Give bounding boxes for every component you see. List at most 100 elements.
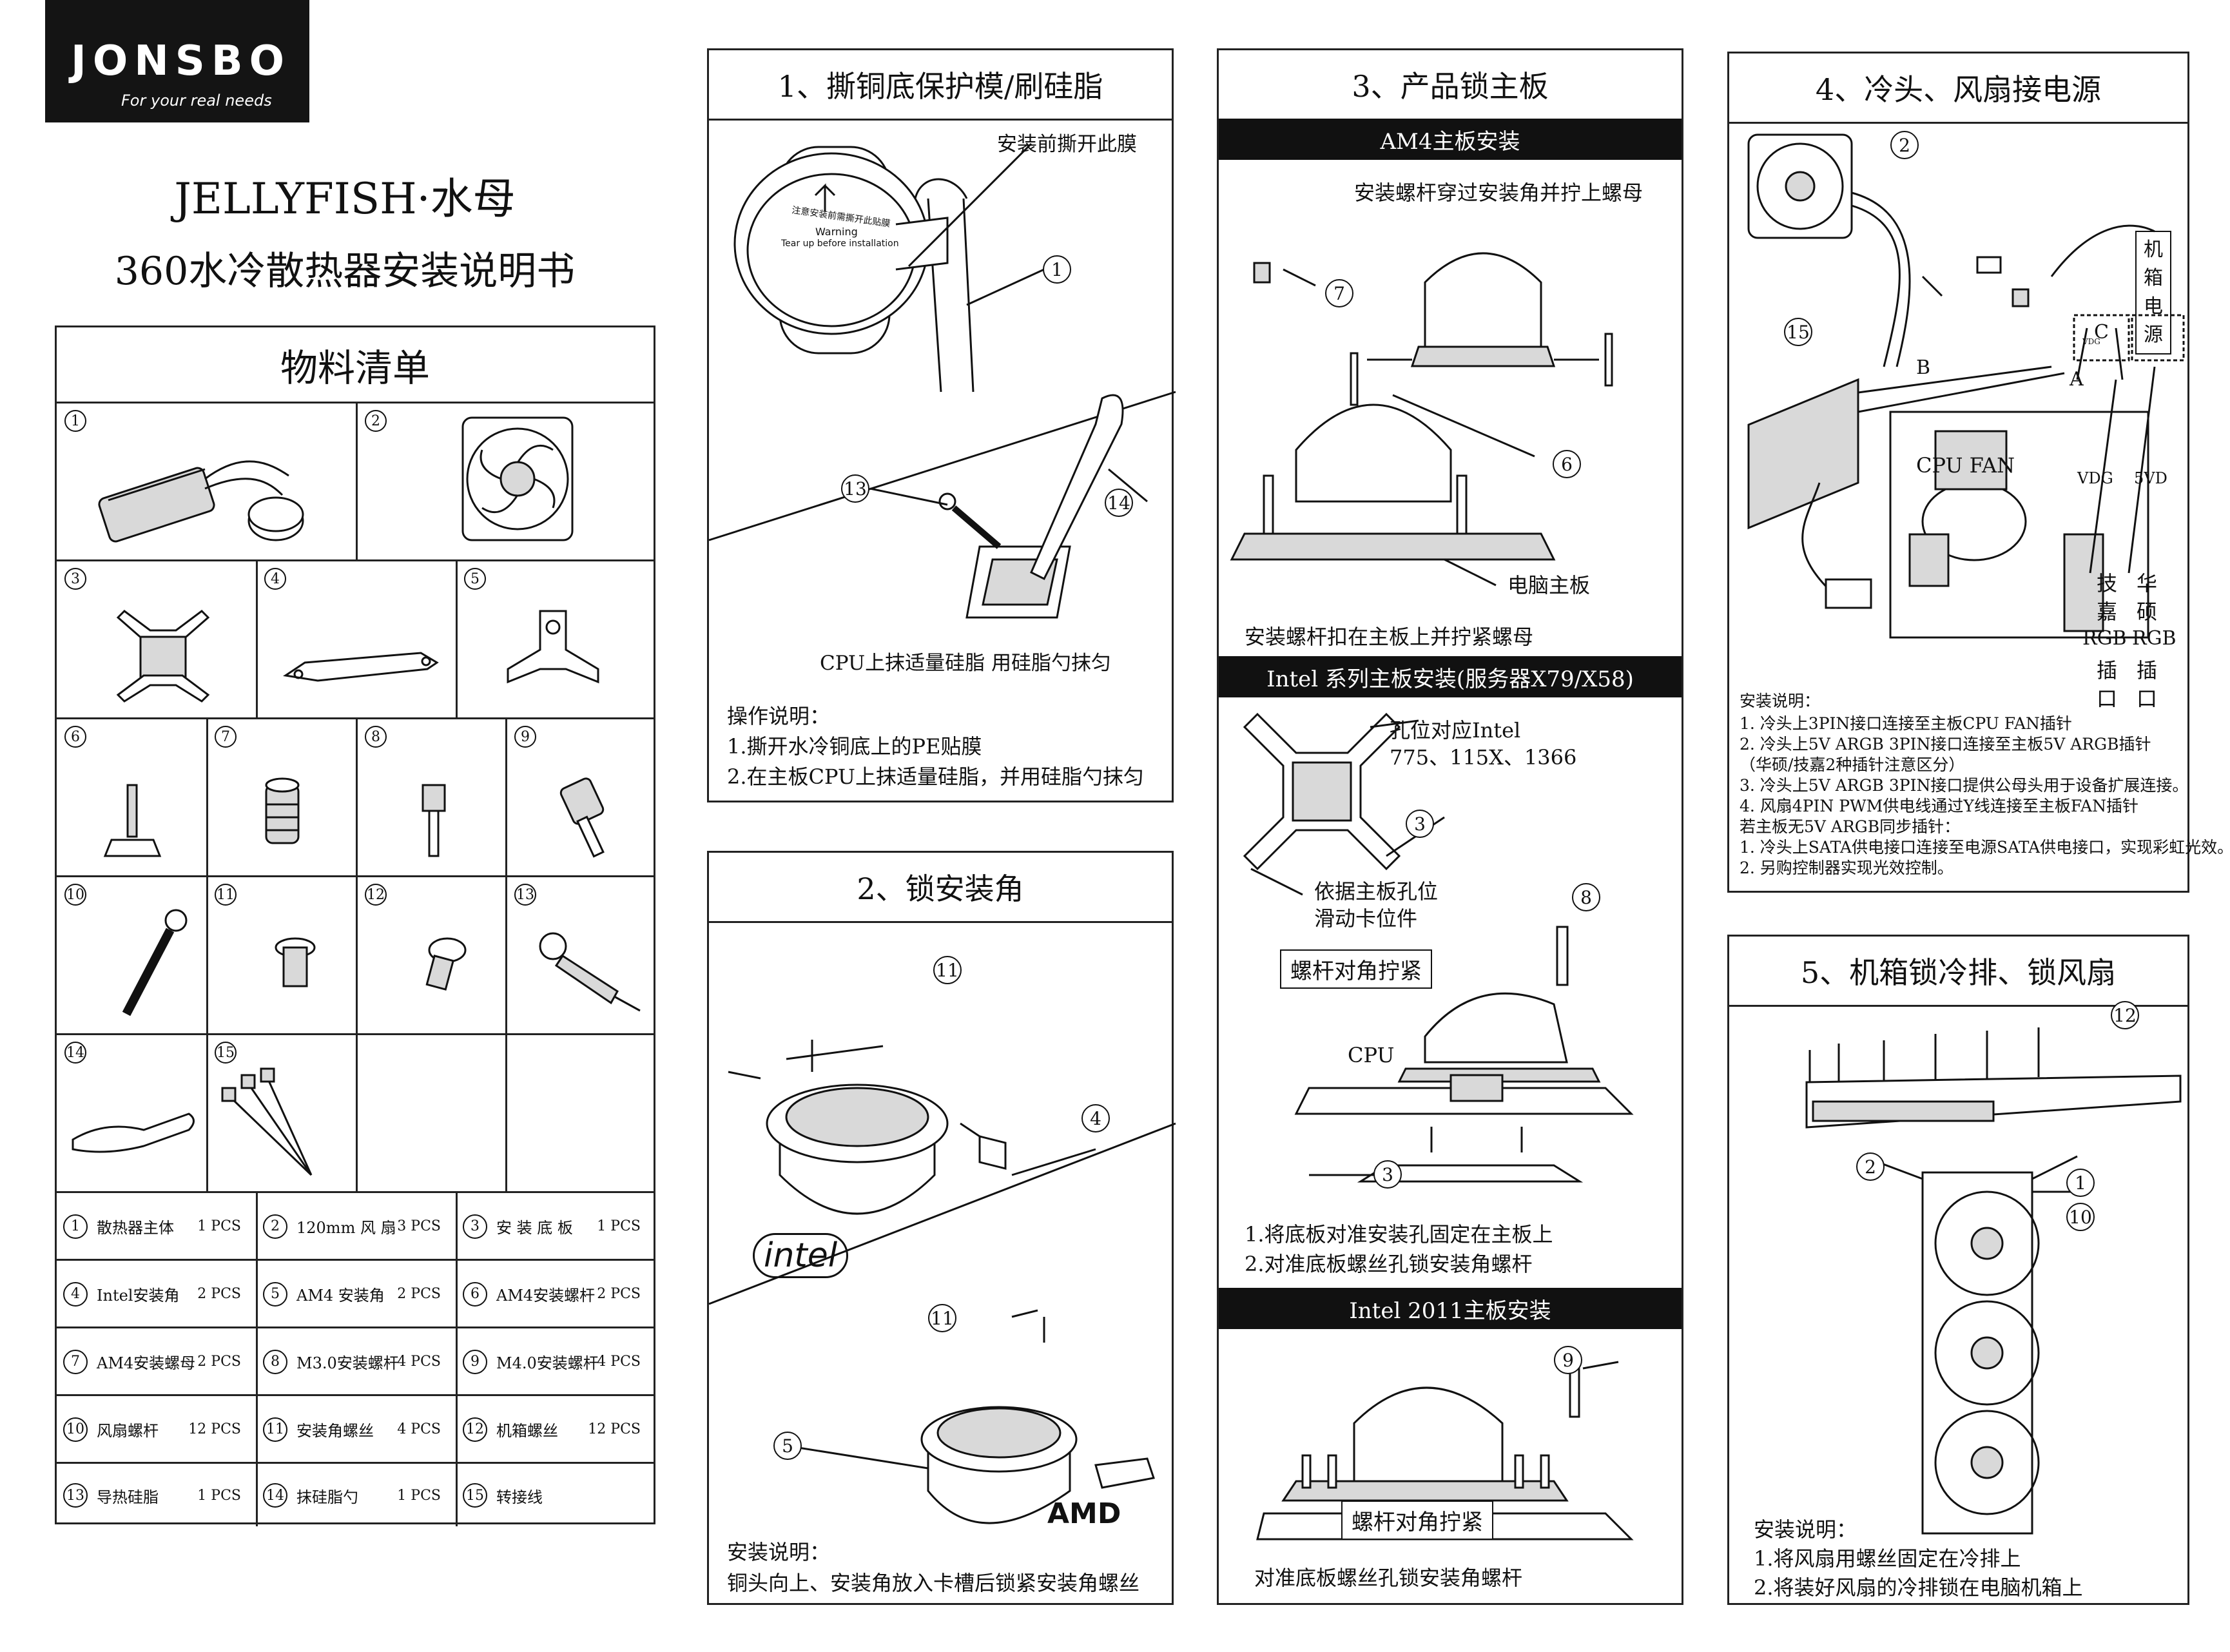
bom-cell-number: 7	[215, 726, 237, 748]
label-diagonal-tighten-2: 螺杆对角拧紧	[1341, 1501, 1493, 1540]
bom-cell-number: 14	[64, 1042, 86, 1064]
callout-8: 8	[1572, 883, 1600, 911]
wiring-diagram	[1747, 133, 2185, 639]
step4-note: 1. 冷头上3PIN接口连接至主板CPU FAN插针	[1740, 714, 2072, 733]
bom-cell-number: 6	[64, 726, 86, 748]
label-slide-2: 滑动卡位件	[1314, 906, 1418, 931]
intel-note-2: 2.对准底板螺丝孔锁安装角螺杆	[1245, 1252, 1533, 1276]
callout-1-step5: 1	[2066, 1169, 2095, 1197]
step2-note-title: 安装说明：	[727, 1540, 831, 1564]
step4-panel: 4、冷头、风扇接电源 2 15 机箱电源 C B A CPU FAN VDG V…	[1727, 52, 2230, 893]
label-intel-holes-1: 孔位对应Intel	[1390, 718, 1521, 743]
step5-title: 5、机箱锁冷排、锁风扇	[1729, 937, 2187, 1007]
callout-4: 4	[1081, 1104, 1110, 1132]
note-2011: 对准底板螺丝孔锁安装角螺杆	[1254, 1566, 1523, 1590]
label-c: C	[2094, 321, 2109, 344]
callout-3b: 3	[1373, 1160, 1402, 1189]
step3-panel: 3、产品锁主板 AM4主板安装 安装螺杆穿过安装角并拧上螺母 7 6 电脑主板 …	[1217, 48, 1683, 1605]
am4-diagram	[1230, 252, 1613, 587]
step1-diagram	[708, 142, 1176, 619]
bom-table: 物料清单 1 2 3 4 5 6 7 8 9 10 11 12 13 14 15	[55, 326, 655, 1526]
step5-note-1: 1.将风扇用螺丝固定在冷排上	[1754, 1546, 2021, 1571]
bom-cell-number: 1	[64, 410, 86, 432]
label-apply-grease: CPU上抹适量硅脂 用硅脂勺抹匀	[820, 652, 1112, 675]
warning-label-en2: Tear up before installation	[781, 238, 899, 249]
bom-cell-number: 5	[464, 568, 486, 590]
step4-note: （华硕/技嘉2种插针注意区分）	[1740, 755, 1965, 774]
bom-cell-number: 9	[514, 726, 536, 748]
callout-13: 13	[841, 474, 869, 503]
label-5vd: 5VD	[2134, 469, 2167, 487]
step4-note: 若主板无5V ARGB同步插针：	[1740, 817, 1961, 836]
label-intel-holes-2: 775、115X、1366	[1390, 745, 1577, 770]
callout-14: 14	[1105, 489, 1133, 517]
callout-10: 10	[2066, 1203, 2095, 1231]
intel-bracket-illustration	[282, 652, 439, 682]
band-intel-2011: Intel 2011主板安装	[1219, 1288, 1682, 1329]
callout-2-step5: 2	[1856, 1152, 1885, 1181]
callout-1: 1	[1043, 255, 1071, 284]
asus-port: 插口	[2137, 658, 2158, 711]
label-cpu: CPU	[1348, 1043, 1395, 1067]
callout-7: 7	[1325, 279, 1353, 307]
am4-instruction-top: 安装螺杆穿过安装角并拧上螺母	[1354, 180, 1643, 205]
am4-instruction-bottom: 安装螺杆扣在主板上并拧紧螺母	[1245, 625, 1534, 649]
step4-note: 1. 冷头上SATA供电接口连接至电源SATA供电接口，实现彩虹光效。	[1740, 838, 2230, 857]
warning-label-en: Warning	[815, 226, 858, 238]
intel-diagram	[1243, 712, 1634, 1183]
bom-cell-number: 13	[514, 884, 536, 906]
fan-illustration	[461, 416, 574, 541]
bom-cell-number: 11	[215, 884, 237, 906]
intel-logo: intel	[753, 1233, 849, 1278]
backplate-illustration	[116, 610, 210, 703]
step5-note-2: 2.将装好风扇的冷排锁在电脑机箱上	[1754, 1575, 2083, 1600]
step4-note: 3. 冷头上5V ARGB 3PIN接口提供公母头用于设备扩展连接。	[1740, 776, 2189, 795]
m4-screw-illustration	[559, 777, 605, 858]
fan-screw-illustration	[122, 909, 188, 1016]
am4-nut-illustration	[265, 777, 300, 844]
step5-panel: 5、机箱锁冷排、锁风扇 12 2 1 10 安装说明： 1.将风扇用螺丝固定在冷…	[1727, 935, 2189, 1605]
step4-note-title: 安装说明：	[1740, 692, 1821, 710]
spatula-illustration	[72, 1113, 195, 1153]
am4-screw-illustration	[103, 784, 162, 857]
intel-2011-diagram	[1256, 1357, 1634, 1540]
asus-label: 华硕	[2137, 571, 2158, 624]
callout-3: 3	[1406, 810, 1434, 838]
callout-11b: 11	[928, 1304, 956, 1332]
am4-bracket-illustration	[507, 610, 599, 684]
step5-note-title: 安装说明：	[1754, 1517, 1857, 1542]
step2-panel: 2、锁安装角 11 4 11 5 intel AMD 安装说明： 铜头向上、安装…	[707, 851, 1176, 1605]
callout-9: 9	[1554, 1346, 1582, 1374]
intel-note-1: 1.将底板对准安装孔固定在主板上	[1245, 1222, 1553, 1247]
adapter-cable-illustration	[221, 1067, 313, 1176]
brand-tagline: For your real needs	[121, 92, 272, 110]
label-slide-1: 依据主板孔位	[1314, 879, 1439, 904]
band-intel: Intel 系列主板安装(服务器X79/X58)	[1219, 656, 1682, 697]
label-tear-film: 安装前撕开此膜	[997, 133, 1137, 156]
step1-title: 1、撕铜底保护模/刷硅脂	[709, 50, 1172, 121]
gigabyte-rgb: RGB	[2082, 627, 2127, 650]
bom-cell-number: 10	[64, 884, 86, 906]
label-cpu-fan: CPU FAN	[1916, 453, 2015, 478]
step4-title: 4、冷头、风扇接电源	[1729, 53, 2187, 124]
gigabyte-port: 插口	[2097, 658, 2118, 711]
label-vdg: VDG	[2077, 469, 2113, 487]
thermal-paste-illustration	[539, 932, 641, 1012]
amd-logo: AMD	[1047, 1497, 1121, 1530]
bom-cell-number: 2	[365, 410, 387, 432]
bom-cell-number: 12	[365, 884, 387, 906]
band-am4: AM4主板安装	[1219, 119, 1682, 160]
step4-note: 4. 风扇4PIN PWM供电线通过Y线连接至主板FAN插针	[1740, 797, 2138, 815]
label-a: A	[2070, 368, 2084, 391]
label-motherboard: 电脑主板	[1508, 573, 1591, 598]
